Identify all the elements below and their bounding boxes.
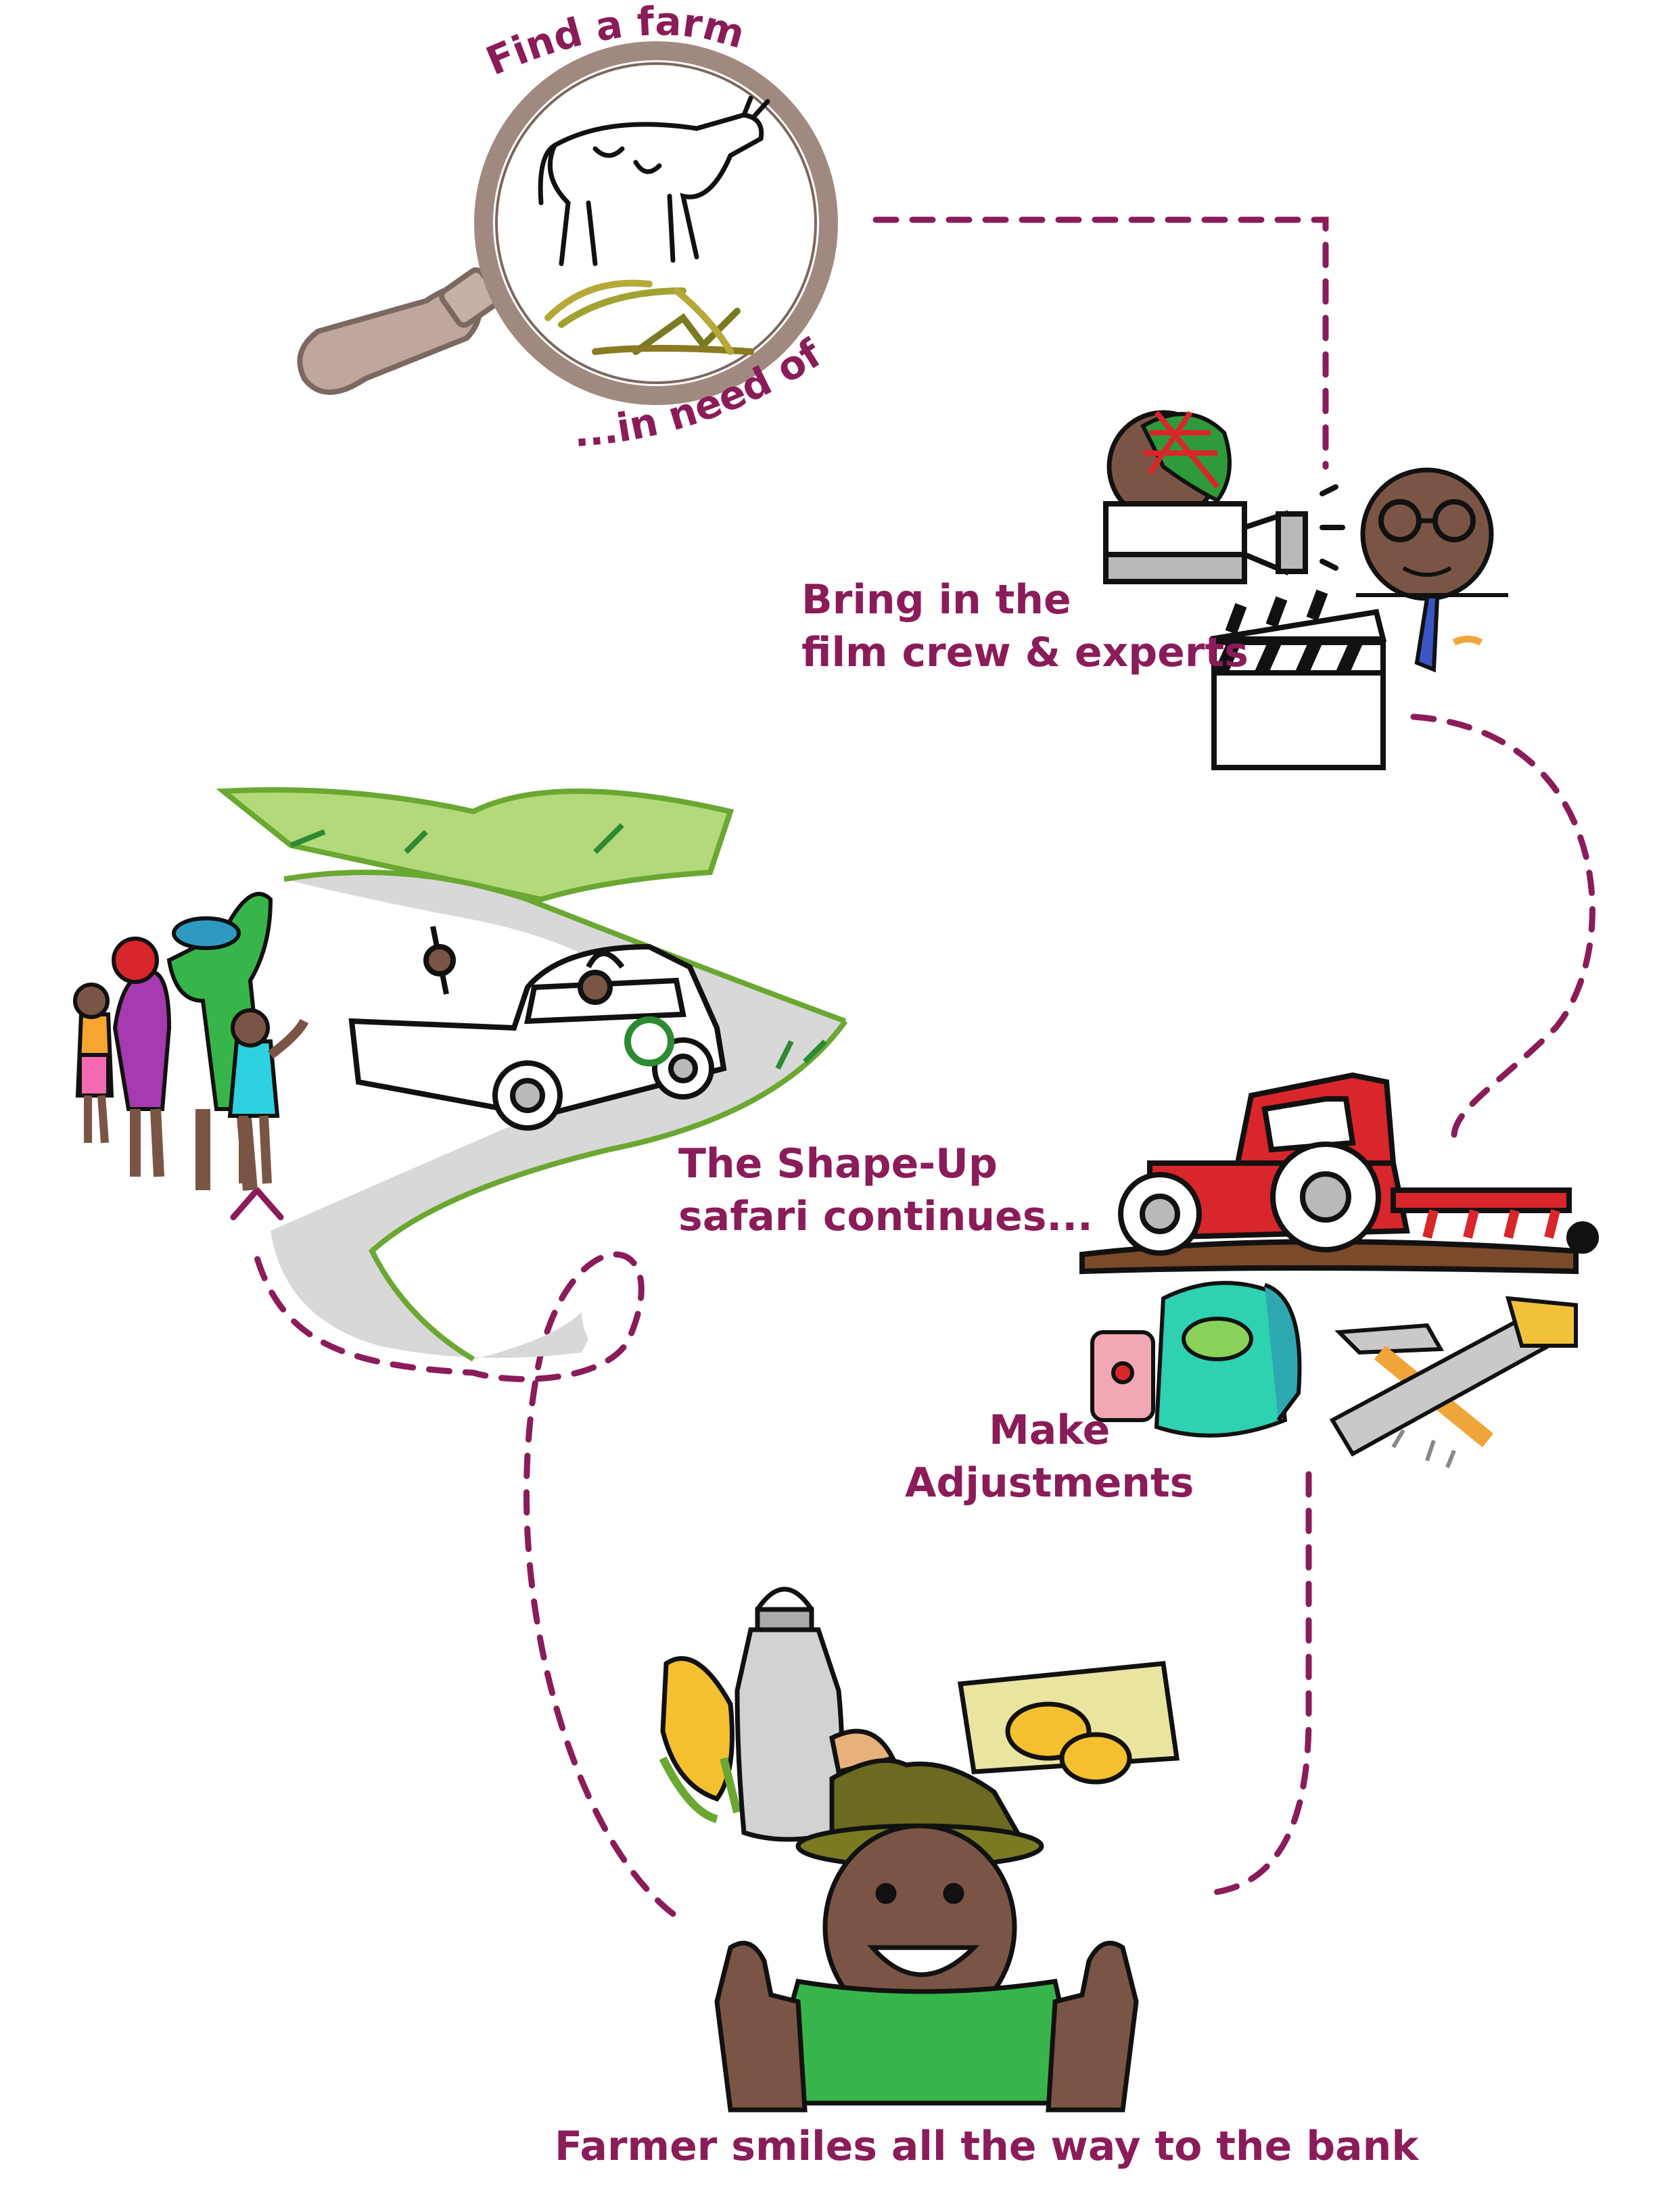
safari-label: The Shape-Up safari continues... bbox=[678, 1137, 1093, 1243]
magnifying-glass-icon: Find a farmer... ...in need of help bbox=[0, 0, 841, 456]
adjustments-line-1: Make bbox=[989, 1407, 1111, 1454]
happy-farmer-icon bbox=[659, 1586, 1180, 2113]
bank-label: Farmer smiles all the way to the bank bbox=[555, 2123, 1419, 2170]
arrow-head bbox=[230, 1187, 284, 1221]
camera-operator-icon bbox=[1106, 410, 1232, 523]
waving-family-icon bbox=[73, 891, 309, 1191]
road-icon bbox=[271, 872, 845, 1359]
film-crew-line-2: film crew & experts bbox=[801, 629, 1249, 676]
film-camera-icon bbox=[1103, 501, 1308, 584]
soil-strip bbox=[1079, 1239, 1579, 1275]
thumbs-up-right-icon bbox=[1046, 1940, 1139, 2113]
tractor-icon bbox=[1079, 1072, 1599, 1275]
path-film-to-tractor bbox=[1410, 713, 1595, 1139]
path-farmer-to-safari bbox=[254, 1251, 676, 1917]
clapperboard-icon bbox=[1210, 589, 1387, 770]
camera-flash-icon bbox=[1320, 484, 1345, 571]
cow-icon bbox=[538, 95, 770, 266]
hammer-saw-icon bbox=[1329, 1296, 1578, 1469]
milk-can-icon bbox=[734, 1627, 845, 1842]
safari-truck-icon bbox=[348, 926, 727, 1131]
adjustments-label: Make Adjustments bbox=[905, 1404, 1194, 1509]
safari-scene bbox=[73, 787, 848, 1362]
expert-icon bbox=[1356, 467, 1508, 673]
thumbs-up-left-icon bbox=[714, 1940, 808, 2113]
path-find-to-film bbox=[872, 216, 1329, 470]
film-crew-label: Bring in the film crew & experts bbox=[801, 573, 1249, 679]
supplies-icon bbox=[1090, 1281, 1302, 1438]
dashed-path bbox=[254, 216, 1595, 1917]
safari-line-2: safari continues... bbox=[678, 1193, 1093, 1240]
adjustments-line-2: Adjustments bbox=[905, 1459, 1194, 1507]
path-tractor-to-farmer bbox=[1200, 1471, 1312, 1897]
hills-icon bbox=[216, 787, 734, 903]
corn-icon bbox=[660, 1656, 734, 1802]
film-crew-line-1: Bring in the bbox=[801, 576, 1071, 623]
dry-grass-icon bbox=[544, 279, 754, 355]
safari-line-1: The Shape-Up bbox=[678, 1140, 998, 1187]
